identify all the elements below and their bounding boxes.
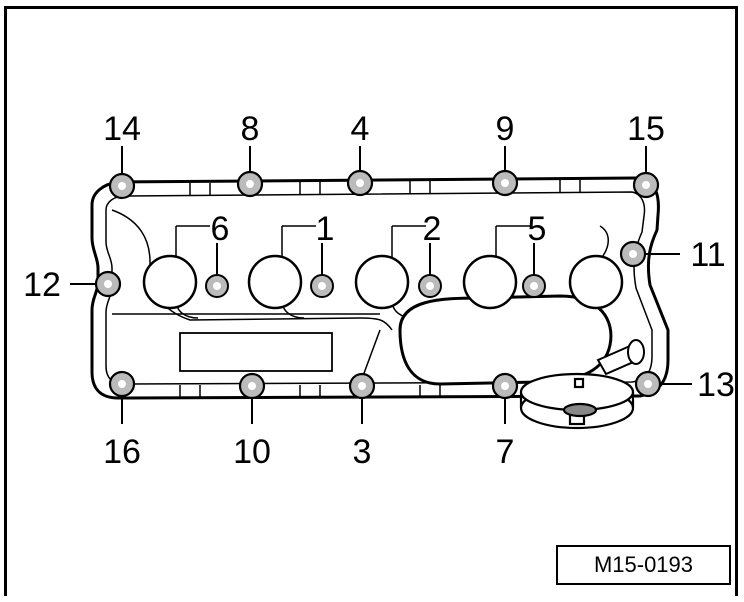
perimeter-bolts	[94, 169, 662, 400]
bolt-label-7: 7	[496, 433, 515, 471]
bolt-label-3: 3	[353, 433, 372, 471]
perimeter-bolt-centers	[104, 179, 652, 390]
label-plate	[179, 332, 333, 372]
bolt-label-15: 15	[627, 110, 665, 148]
separator-housing	[398, 294, 613, 386]
bolt-label-4: 4	[351, 110, 370, 148]
bolt-label-14: 14	[103, 110, 141, 148]
flange-ticks	[179, 180, 581, 397]
figure-frame	[4, 6, 738, 596]
plug-wells	[142, 254, 624, 310]
bolt-label-13: 13	[697, 366, 735, 404]
inner-bolt-bosses	[205, 274, 546, 298]
bolt-label-2: 2	[423, 210, 442, 248]
bolt-label-1: 1	[316, 210, 335, 248]
bolt-label-16: 16	[103, 433, 141, 471]
bolt-label-9: 9	[496, 110, 515, 148]
leader-lines	[70, 146, 692, 424]
bolt-label-11: 11	[690, 236, 725, 274]
breather-tube	[596, 339, 645, 376]
bolt-label-10: 10	[233, 433, 271, 471]
bolt-label-6: 6	[211, 210, 230, 248]
bolt-label-5: 5	[528, 210, 547, 248]
bolt-label-12: 12	[23, 266, 61, 304]
bolt-label-8: 8	[241, 110, 260, 148]
figure-reference-code: M15-0193	[556, 545, 731, 585]
pressure-valve	[519, 372, 635, 430]
